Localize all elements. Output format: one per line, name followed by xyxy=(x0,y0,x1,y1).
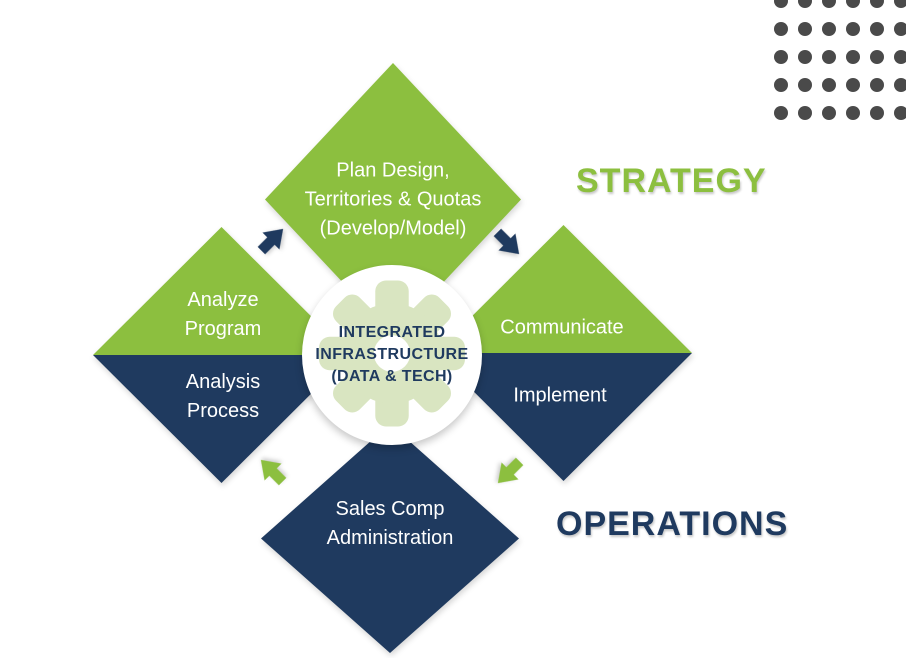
dot xyxy=(870,22,884,36)
dot xyxy=(846,0,860,8)
label-communicate: Communicate xyxy=(500,314,623,343)
label-line: Implement xyxy=(513,384,607,407)
center-hub-line: INTEGRATED xyxy=(338,324,446,341)
label-line: Process xyxy=(186,400,260,422)
dot xyxy=(798,0,812,8)
dot xyxy=(870,0,884,8)
dot xyxy=(774,22,788,36)
label-sales-comp-admin: Sales Comp Administration xyxy=(327,495,454,553)
center-hub-label: INTEGRATED INFRASTRUCTURE (DATA & TECH) xyxy=(315,322,468,388)
dot xyxy=(774,50,788,64)
label-line: Plan Design, xyxy=(336,159,450,182)
dot xyxy=(798,22,812,36)
gear-icon xyxy=(319,280,465,427)
dot xyxy=(894,50,906,64)
dot xyxy=(846,50,860,64)
label-line: Communicate xyxy=(500,316,624,339)
label-analyze-program: Analyze Program xyxy=(185,286,262,344)
label-line: Territories & Quotas xyxy=(304,188,482,211)
arrow-down-right-icon xyxy=(493,228,520,255)
dot xyxy=(894,0,906,8)
label-line: Sales Comp xyxy=(335,498,445,520)
dot xyxy=(846,22,860,36)
dot xyxy=(822,50,836,64)
arrow-up-right-icon xyxy=(257,228,284,255)
dot xyxy=(870,106,884,120)
label-line: Administration xyxy=(326,527,454,549)
center-circle: INTEGRATED INFRASTRUCTURE (DATA & TECH) xyxy=(302,265,482,445)
label-plan-design: Plan Design, Territories & Quotas (Devel… xyxy=(305,157,482,244)
center-hub-line: INFRASTRUCTURE xyxy=(315,346,469,363)
dot xyxy=(774,0,788,8)
operations-heading: OPERATIONS xyxy=(556,505,789,543)
center-hub-line: (DATA & TECH) xyxy=(331,368,453,385)
arrow-down-left-icon xyxy=(497,457,524,484)
dot xyxy=(822,78,836,92)
dot xyxy=(822,22,836,36)
dot xyxy=(894,22,906,36)
diamond-sales-comp xyxy=(261,424,519,653)
dot xyxy=(774,106,788,120)
dot xyxy=(870,50,884,64)
dot xyxy=(846,106,860,120)
dot xyxy=(798,50,812,64)
dot xyxy=(798,78,812,92)
dot xyxy=(870,78,884,92)
dot xyxy=(894,106,906,120)
strategy-heading: STRATEGY xyxy=(576,162,767,200)
label-line: Analysis xyxy=(185,371,261,393)
dot xyxy=(894,78,906,92)
dot xyxy=(798,106,812,120)
dot xyxy=(822,0,836,8)
label-line: Analyze xyxy=(187,289,259,311)
arrow-up-left-icon xyxy=(260,459,287,486)
dots-grid xyxy=(774,0,906,120)
dot xyxy=(822,106,836,120)
label-analysis-process: Analysis Process xyxy=(186,368,260,426)
label-line: Program xyxy=(184,318,262,340)
dot xyxy=(846,78,860,92)
label-line: (Develop/Model) xyxy=(319,217,467,240)
dot xyxy=(774,78,788,92)
label-implement: Implement xyxy=(513,382,606,411)
